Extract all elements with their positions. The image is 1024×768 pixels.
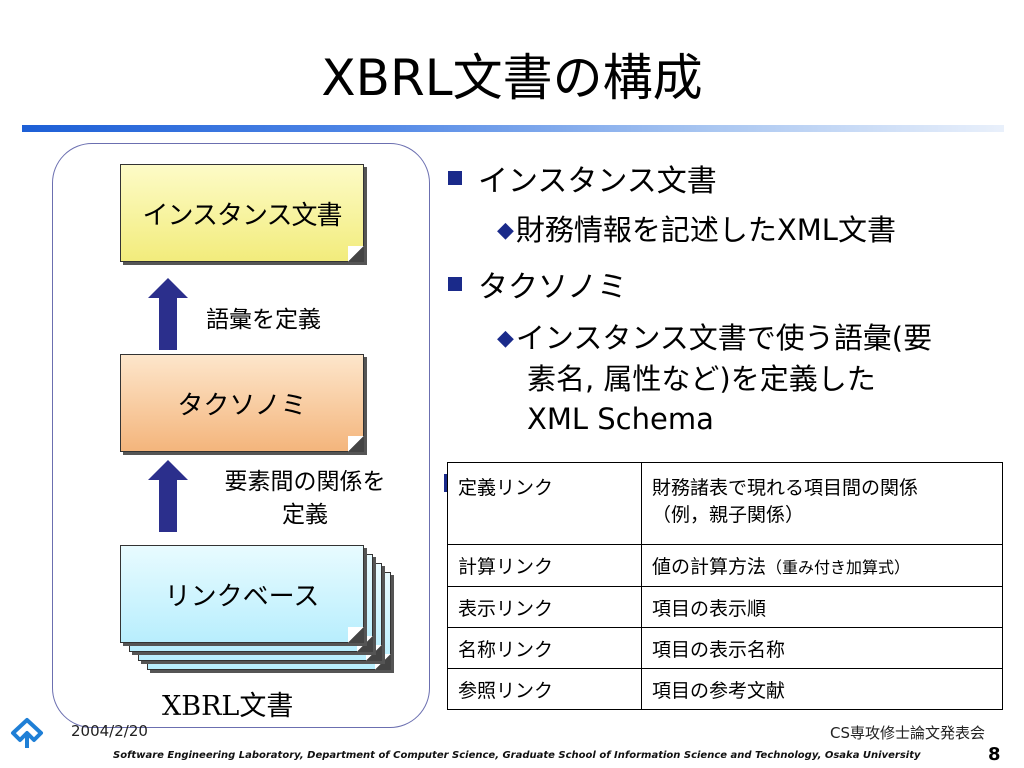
table-cell-description: 財務諸表で現れる項目間の関係 （例，親子関係） — [641, 462, 1003, 545]
table-row: 参照リンク 項目の参考文献 — [447, 668, 1003, 710]
page-fold-icon — [348, 436, 364, 452]
table-row: 名称リンク 項目の表示名称 — [447, 627, 1003, 669]
row-description: 財務諸表で現れる項目間の関係 — [652, 477, 919, 499]
diamond-bullet-icon: ◆ — [497, 326, 514, 351]
relation-label-line1: 要素間の関係を — [224, 469, 386, 495]
row-description: 値の計算方法 — [652, 556, 767, 578]
xbrl-document-group — [52, 143, 430, 728]
linkbase-label: リンクベース — [164, 581, 320, 612]
table-cell-link-name: 名称リンク — [447, 627, 642, 669]
taxonomy-box: タクソノミ — [120, 354, 364, 452]
conference-name: CS専攻修士論文発表会 — [830, 724, 985, 742]
table-cell-link-name: 計算リンク — [447, 544, 642, 587]
table-cell-link-name: 表示リンク — [447, 586, 642, 628]
instance-document-box: インスタンス文書 — [120, 164, 364, 262]
relation-label-line2: 定義 — [282, 502, 328, 528]
row-description-note: （例，親子関係） — [652, 504, 805, 526]
square-bullet-icon — [448, 171, 462, 185]
up-arrow-icon — [148, 460, 188, 532]
xbrl-document-label: XBRL文書 — [162, 691, 294, 722]
table-row: 計算リンク 値の計算方法（重み付き加算式） — [447, 544, 1003, 587]
table-row: 定義リンク 財務諸表で現れる項目間の関係 （例，親子関係） — [447, 462, 1003, 545]
bullet-instance: インスタンス文書 — [448, 156, 717, 200]
sub-bullet-instance: ◆財務情報を記述したXML文書 — [497, 210, 896, 251]
taxonomy-label: タクソノミ — [177, 390, 307, 421]
table-cell-description: 項目の参考文献 — [641, 668, 1003, 710]
page-fold-icon — [348, 246, 364, 262]
instance-document-label: インスタンス文書 — [142, 200, 343, 231]
page-fold-icon — [348, 627, 364, 643]
sub-bullet-taxonomy-line2: 素名, 属性など)を定義した — [527, 362, 876, 396]
table-cell-description: 項目の表示順 — [641, 586, 1003, 628]
page-number: 8 — [988, 744, 1001, 765]
table-cell-description: 値の計算方法（重み付き加算式） — [641, 544, 1003, 587]
square-bullet-icon — [448, 277, 462, 291]
university-logo-icon — [11, 718, 43, 748]
diamond-bullet-icon: ◆ — [497, 218, 514, 243]
lab-affiliation: Software Engineering Laboratory, Departm… — [113, 750, 921, 761]
slide-title: XBRL文書の構成 — [321, 49, 703, 107]
sub-bullet-taxonomy: ◆インスタンス文書で使う語彙(要 素名, 属性など)を定義した XML Sche… — [497, 318, 932, 439]
table-cell-link-name: 定義リンク — [447, 462, 642, 545]
define-relations-label: 要素間の関係を 定義 — [195, 466, 415, 532]
sub-bullet-taxonomy-line3: XML Schema — [527, 402, 714, 436]
table-cell-description: 項目の表示名称 — [641, 627, 1003, 669]
define-vocabulary-label: 語彙を定義 — [206, 307, 321, 333]
slide-date: 2004/2/20 — [71, 722, 148, 740]
bullet-instance-text: インスタンス文書 — [478, 164, 717, 199]
bullet-taxonomy: タクソノミ — [448, 262, 627, 306]
linkbase-table: 定義リンク 財務諸表で現れる項目間の関係 （例，親子関係） 計算リンク 値の計算… — [447, 462, 1003, 710]
table-cell-link-name: 参照リンク — [447, 668, 642, 710]
row-description-note: （重み付き加算式） — [766, 558, 911, 577]
linkbase-box: リンクベース — [120, 545, 364, 643]
table-row: 表示リンク 項目の表示順 — [447, 586, 1003, 628]
sub-bullet-taxonomy-line1: インスタンス文書で使う語彙(要 — [515, 321, 933, 355]
bullet-taxonomy-text: タクソノミ — [478, 270, 628, 305]
title-divider — [22, 125, 1004, 132]
up-arrow-icon — [148, 278, 188, 350]
sub-bullet-instance-text: 財務情報を記述したXML文書 — [515, 213, 896, 247]
